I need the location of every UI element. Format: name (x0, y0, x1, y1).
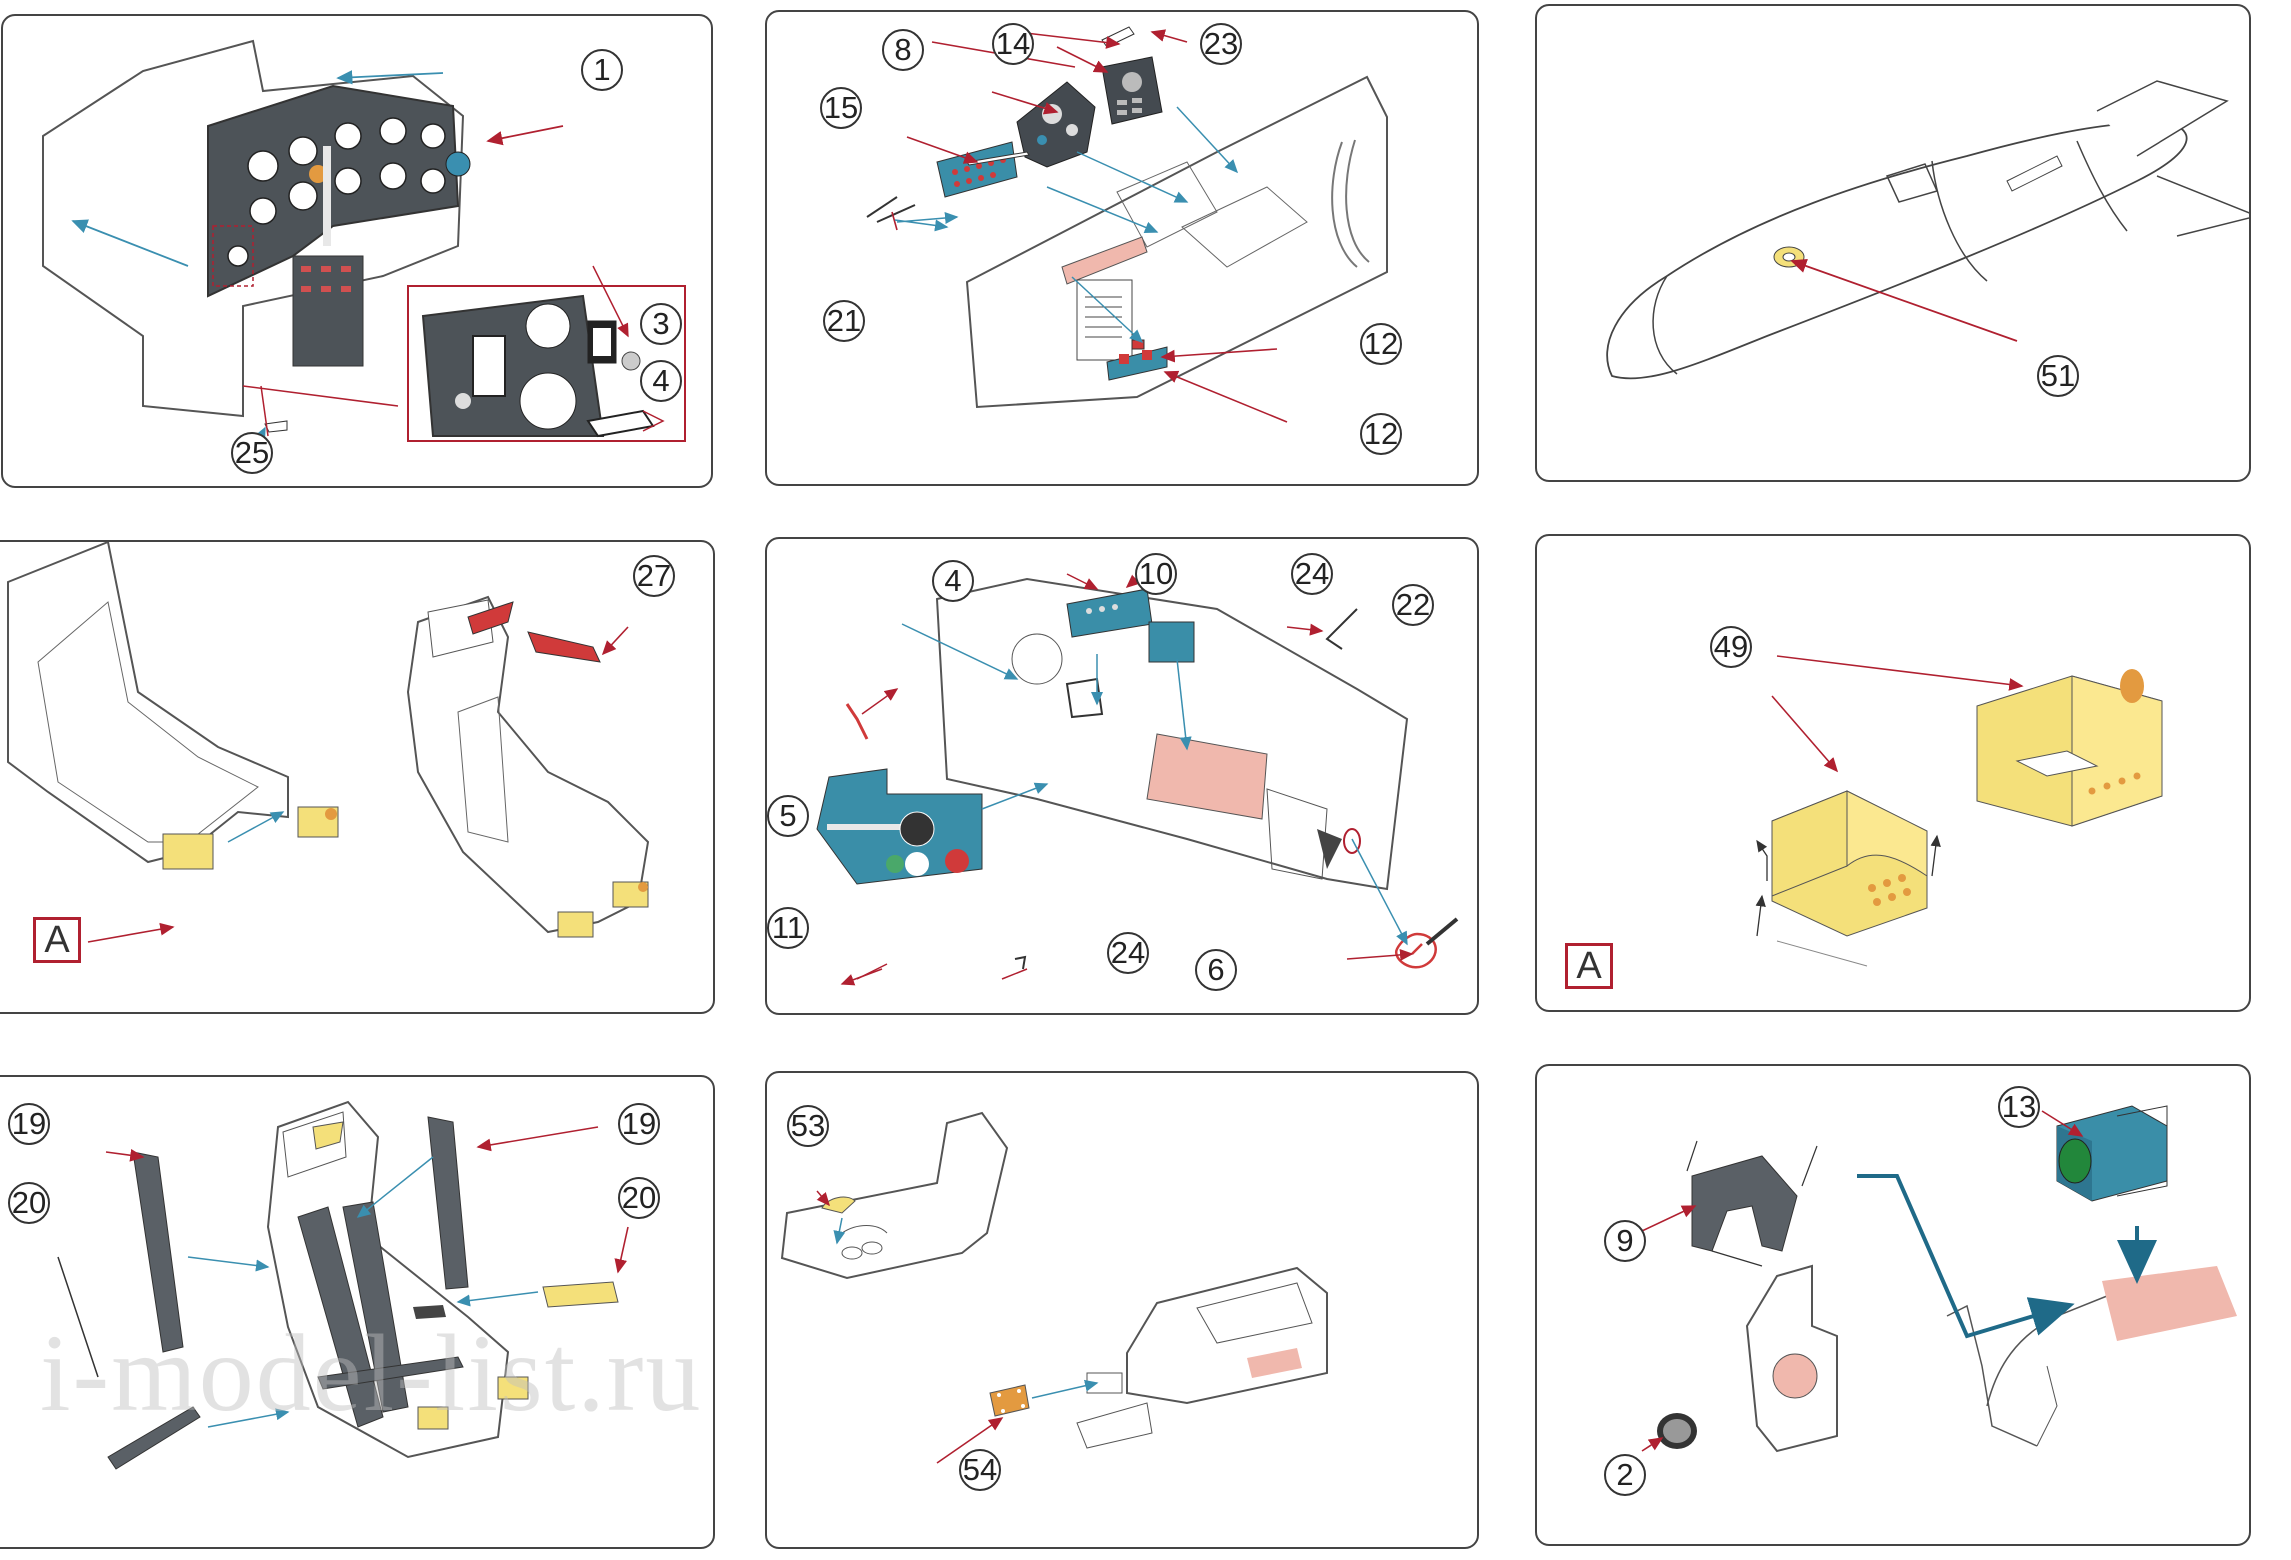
side-console-drawing (866, 26, 1388, 423)
callout-25: 25 (231, 432, 273, 474)
callout-21: 21 (823, 300, 865, 342)
callout-1: 1 (581, 49, 623, 91)
callout-27: 27 (633, 555, 675, 597)
step-panel-1: 1 3 4 25 (1, 14, 713, 488)
callout-53: 53 (787, 1105, 829, 1147)
callout-22: 22 (1392, 584, 1434, 626)
callout-51: 51 (2037, 355, 2079, 397)
callout-19: 19 (8, 1103, 50, 1145)
callout-6: 6 (1195, 949, 1237, 991)
step-panel-6: 49 A (1535, 534, 2251, 1012)
seat-harness-drawing (57, 1100, 629, 1470)
step-panel-7: 19 19 20 20 (0, 1075, 715, 1549)
callout-20: 20 (618, 1177, 660, 1219)
ref-label-a: A (1565, 943, 1613, 989)
step-panel-8: 53 54 (765, 1071, 1479, 1549)
ref-label-a: A (33, 917, 81, 963)
seat-box-drawing (1755, 655, 2163, 967)
callout-3: 3 (640, 303, 682, 345)
callout-15: 15 (820, 87, 862, 129)
callout-13: 13 (1998, 1086, 2040, 1128)
callout-9: 9 (1604, 1220, 1646, 1262)
step-panel-5: 4 10 24 22 5 11 24 6 (765, 537, 1479, 1015)
callout-8: 8 (882, 29, 924, 71)
callout-5: 5 (767, 795, 809, 837)
callout-12: 12 (1360, 323, 1402, 365)
callout-11: 11 (767, 907, 809, 949)
callout-2: 2 (1604, 1454, 1646, 1496)
callout-4: 4 (640, 360, 682, 402)
step-panel-3: 51 (1535, 4, 2251, 482)
callout-49: 49 (1710, 626, 1752, 668)
seat-parts-drawing (1641, 1105, 2237, 1453)
instrument-panel-drawing (42, 39, 686, 442)
step-panel-4: 27 A (0, 540, 715, 1014)
callout-14: 14 (992, 23, 1034, 65)
callout-23: 23 (1200, 23, 1242, 65)
callout-20: 20 (8, 1182, 50, 1224)
callout-54: 54 (959, 1449, 1001, 1491)
callout-24: 24 (1291, 553, 1333, 595)
callout-10: 10 (1135, 553, 1177, 595)
callout-12: 12 (1360, 413, 1402, 455)
instrument-console-drawing (816, 573, 1459, 986)
step-panel-2: 8 14 23 15 21 12 12 (765, 10, 1479, 486)
callout-19: 19 (618, 1103, 660, 1145)
ejection-seat-drawing (0, 542, 713, 1012)
step-panel-9: 13 9 2 (1535, 1064, 2251, 1546)
callout-24: 24 (1107, 932, 1149, 974)
fuselage-nose-drawing (1606, 80, 2249, 380)
cockpit-tub-drawing (780, 1111, 1328, 1464)
callout-4: 4 (932, 560, 974, 602)
